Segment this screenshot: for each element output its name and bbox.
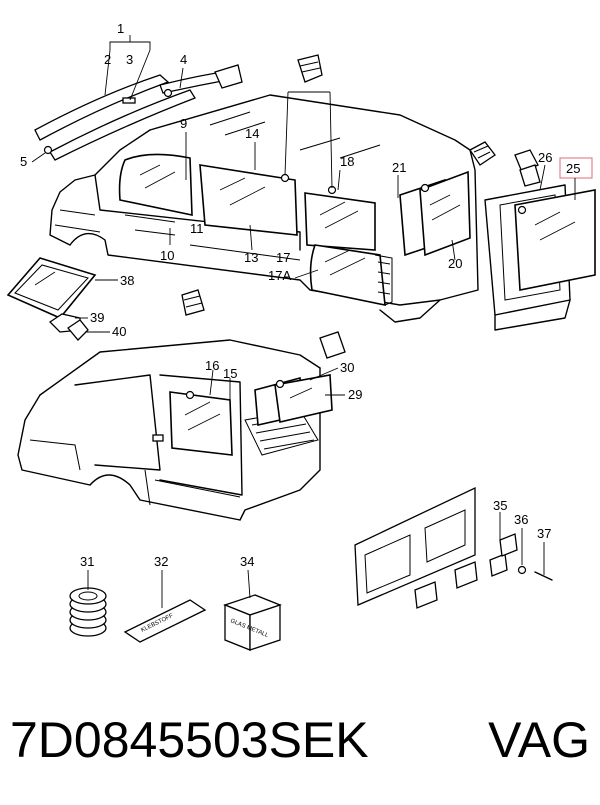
- tailgate-glass-illustration: [484, 149, 596, 331]
- callout-13: 13: [244, 250, 258, 265]
- callout-2: 2: [104, 52, 111, 67]
- callout-29: 29: [348, 387, 362, 402]
- callout-10: 10: [160, 248, 174, 263]
- callout-4: 4: [180, 52, 187, 67]
- callout-15: 15: [223, 366, 237, 381]
- callout-16: 16: [205, 358, 219, 373]
- callout-17: 17: [276, 250, 290, 265]
- callout-36: 36: [514, 512, 528, 527]
- callout-3: 3: [126, 52, 133, 67]
- adhesive-box: GLAS METALL: [223, 594, 282, 651]
- callout-18: 18: [340, 154, 354, 169]
- callout-20: 20: [448, 256, 462, 271]
- callout-39: 39: [90, 310, 104, 325]
- brand-label: VAG: [488, 712, 590, 768]
- callout-30: 30: [340, 360, 354, 375]
- small-parts-left: [6, 257, 97, 341]
- callout-9: 9: [180, 116, 187, 131]
- callout-34: 34: [240, 554, 254, 569]
- adhesive-tape: KLEBSTOFF: [123, 599, 207, 643]
- callout-31: 31: [80, 554, 94, 569]
- callout-5: 5: [20, 154, 27, 169]
- callout-14: 14: [245, 126, 259, 141]
- callout-17a: 17A: [268, 268, 291, 283]
- callout-40: 40: [112, 324, 126, 339]
- callout-25: 25: [566, 161, 580, 176]
- callout-35: 35: [493, 498, 507, 513]
- footer: 7D0845503SEK VAG: [10, 700, 590, 780]
- callout-37: 37: [537, 526, 551, 541]
- part-number: 7D0845503SEK: [10, 712, 369, 768]
- callout-11: 11: [190, 221, 204, 236]
- callout-1: 1: [117, 21, 124, 36]
- callout-26: 26: [538, 150, 552, 165]
- van-lower-illustration: [17, 289, 346, 521]
- van-upper-illustration: [34, 54, 496, 323]
- callout-labels: 1 2 3 4 5 9 10 11 13 14 18 17 17A 21 20 …: [20, 21, 580, 608]
- cord-roll: [69, 587, 107, 637]
- callout-38: 38: [120, 273, 134, 288]
- callout-21: 21: [392, 160, 406, 175]
- panel-and-fasteners: [354, 486, 553, 609]
- callout-32: 32: [154, 554, 168, 569]
